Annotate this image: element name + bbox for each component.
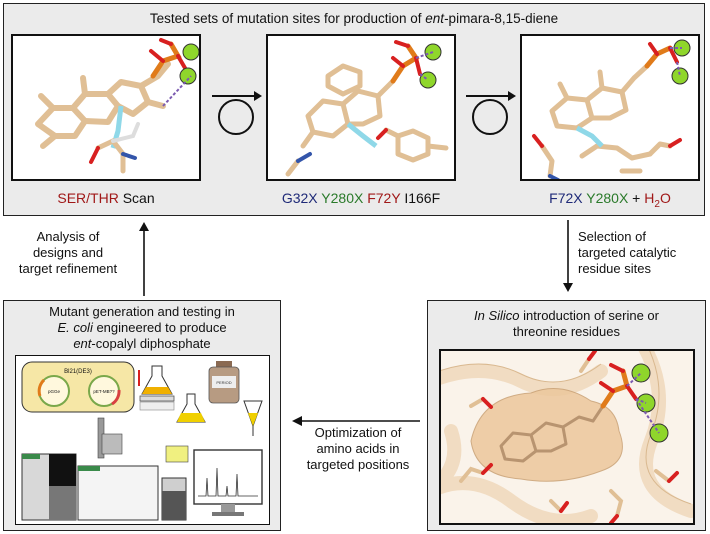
- residue-sticks: [89, 122, 140, 174]
- caption-part: G32X: [281, 190, 318, 206]
- caption-serthr-scan: SER/THR Scan: [11, 189, 201, 207]
- lab-workflow-image: Bl21(DE3) pGGe pET-MB?? PERIOD: [15, 355, 270, 525]
- left-arrow: [292, 416, 420, 426]
- caption-part: H: [644, 190, 655, 206]
- caption-part: SER/THR: [57, 190, 119, 206]
- cycle-arrow-icon: [212, 91, 262, 135]
- title-line: E. coli engineered to produce: [4, 320, 280, 336]
- title-line: ent-copalyl diphosphate: [4, 336, 280, 352]
- phosphate-group: [296, 40, 422, 163]
- molecule-svg-right: [532, 39, 691, 179]
- ligand-sticks: [499, 404, 605, 463]
- title-text-part: -copalyl diphosphate: [91, 336, 211, 351]
- magnesium-ion-2: [179, 67, 197, 85]
- right-arrow-label: Selection of targeted catalytic residue …: [578, 229, 677, 276]
- funnel-icon: [243, 400, 263, 436]
- plasmid-right-label: pET-MB??: [93, 389, 115, 394]
- lab-workflow-svg: Bl21(DE3) pGGe pET-MB?? PERIOD: [21, 361, 263, 521]
- interaction-line: [670, 47, 682, 77]
- cycle-arrow-icon: [466, 91, 516, 135]
- molecule-image-f72x-set: [520, 34, 700, 181]
- down-arrow: [563, 220, 573, 292]
- ligand-sticks: [35, 61, 171, 149]
- phosphate-group: [149, 38, 187, 79]
- caption-part: F72Y: [363, 190, 401, 206]
- magnesium-ion-1: [182, 43, 199, 61]
- protein-structure-svg: [441, 351, 693, 523]
- caption-part: Scan: [118, 190, 155, 206]
- chromatogram-monitor-icon: [193, 449, 263, 516]
- title-text-part: introduction of serine or: [519, 308, 659, 323]
- instrument-icon: [21, 417, 189, 521]
- residue-sticks: [459, 351, 679, 523]
- caption-part: Y280X: [317, 190, 364, 206]
- erlenmeyer-icon: [176, 393, 206, 423]
- title-italic-part: In Silico: [474, 308, 520, 323]
- title-line: In Silico introduction of serine or: [428, 308, 705, 324]
- phosphate-group: [599, 363, 638, 409]
- caption-part: +: [628, 190, 645, 206]
- caption-g32x-set: G32X Y280X F72Y I166F: [246, 189, 476, 207]
- bottom-arrow-label: Optimization of amino acids in targeted …: [306, 425, 410, 472]
- title-line: threonine residues: [513, 324, 620, 339]
- top-panel-title: Tested sets of mutation sites for produc…: [4, 10, 704, 27]
- molecule-svg-middle: [285, 40, 449, 177]
- hbond-highlight: [575, 125, 604, 148]
- molecule-svg-left: [35, 38, 199, 174]
- caption-f72x-set: F72X Y280X + H2O: [510, 189, 710, 214]
- hbond-highlight: [346, 122, 378, 148]
- up-arrow: [139, 222, 149, 296]
- interaction-line: [415, 51, 434, 81]
- bottom-right-panel: In Silico introduction of serine or thre…: [427, 300, 706, 531]
- plasmid-left-label: pGGe: [48, 389, 61, 394]
- title-text-part: engineered to produce: [92, 320, 227, 335]
- title-line: Mutant generation and testing in: [49, 304, 235, 319]
- title-text-end: -pimara-8,15-diene: [444, 11, 559, 26]
- title-text-part: Tested sets of mutation sites for produc…: [149, 11, 426, 26]
- host-label: Bl21(DE3): [64, 369, 92, 375]
- ligand-sticks: [539, 63, 673, 179]
- interaction-line: [162, 75, 192, 107]
- title-italic-part: ent: [425, 11, 445, 26]
- top-panel: Tested sets of mutation sites for produc…: [3, 3, 705, 216]
- caption-subscript: 2: [654, 198, 660, 210]
- bottle-label: PERIOD: [216, 380, 231, 385]
- bottom-left-title: Mutant generation and testing in E. coli…: [4, 304, 280, 352]
- molecule-image-g32x-set: [266, 34, 456, 181]
- bottom-right-title: In Silico introduction of serine or thre…: [428, 308, 705, 340]
- magnesium-ion-1: [424, 43, 442, 61]
- protein-structure-image: [439, 349, 695, 525]
- protein-ribbons: [441, 351, 693, 523]
- interaction-line: [626, 372, 660, 434]
- title-italic-part: ent: [73, 336, 92, 351]
- title-italic-part: E. coli: [57, 320, 93, 335]
- caption-part: O: [659, 190, 671, 206]
- magnesium-ion-2: [671, 67, 689, 85]
- phosphate-group: [532, 42, 682, 179]
- bottle-icon: PERIOD: [208, 361, 240, 404]
- caption-part: Y280X: [582, 190, 629, 206]
- caption-part: I166F: [400, 190, 441, 206]
- flask-icon: [138, 365, 175, 411]
- left-arrow-label: Analysis of designs and target refinemen…: [18, 229, 118, 276]
- molecule-image-serthr-scan: [11, 34, 201, 181]
- magnesium-ion-2: [419, 71, 437, 89]
- bottom-left-panel: Mutant generation and testing in E. coli…: [3, 300, 281, 531]
- caption-part: F72X: [549, 190, 583, 206]
